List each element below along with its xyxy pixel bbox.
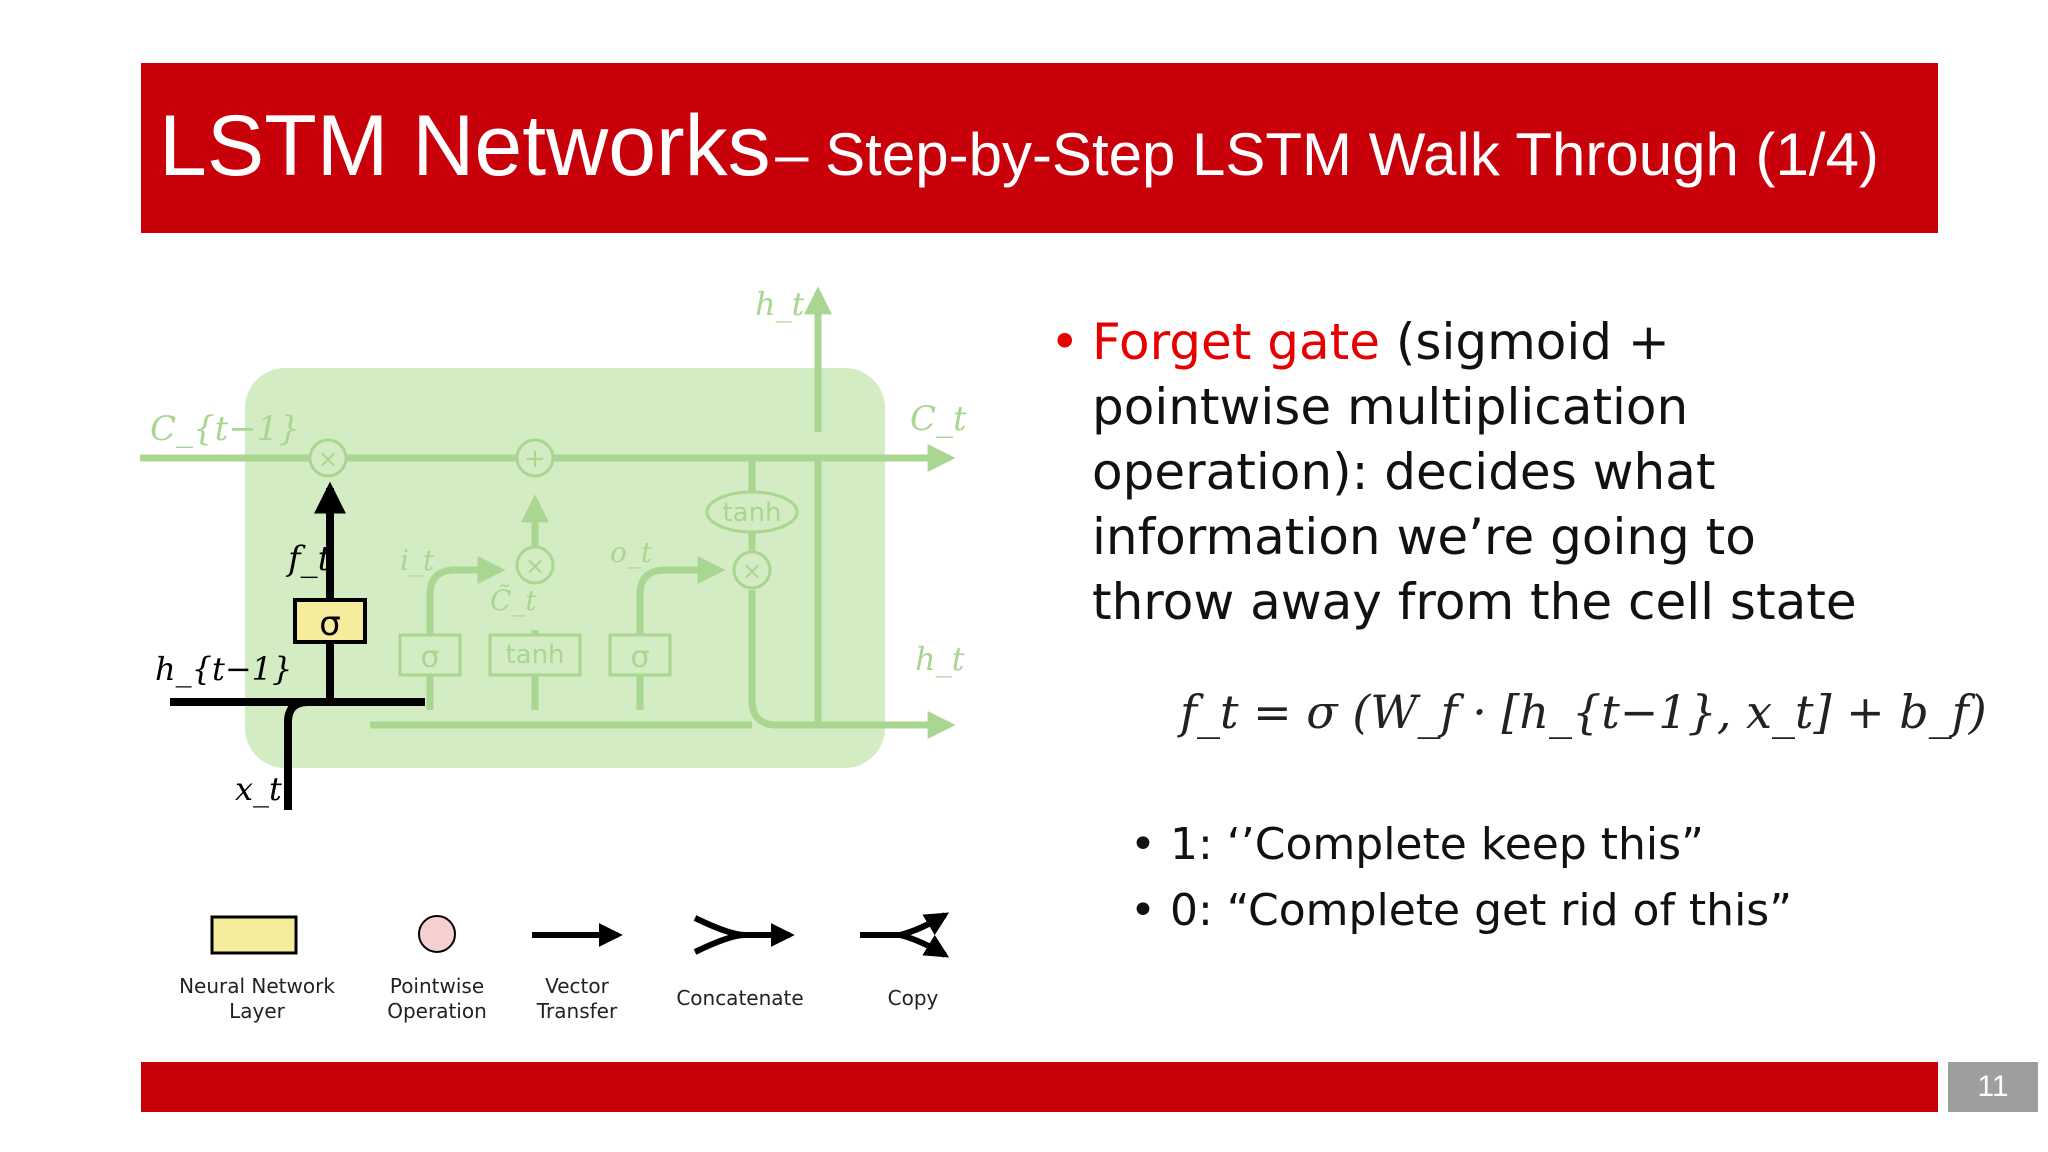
input-multiply-symbol: ×	[525, 552, 545, 580]
forget-multiply-symbol: ×	[318, 445, 338, 473]
candidate-tanh: tanh	[505, 640, 564, 670]
candidate-layer	[488, 633, 582, 677]
forget-gate-bullet: • Forget gate (sigmoid + pointwise multi…	[1050, 310, 1910, 635]
forget-gate-formula: f_t = σ (W_f · [h_{t−1}, x_t] + b_f)	[1180, 685, 1987, 739]
label-h-prev: h_{t−1}	[155, 650, 292, 688]
title-main: LSTM Networks	[159, 98, 771, 194]
lstm-diagram: σ tanh σ × + × × tanh C_{t−1} C_t h_t h_…	[140, 270, 980, 1030]
output-gate-layer	[608, 633, 672, 677]
title-bar: LSTM Networks – Step-by-Step LSTM Walk T…	[141, 63, 1938, 233]
output-multiply-symbol: ×	[742, 557, 762, 585]
forget-gate-layer	[293, 598, 367, 644]
slide-content: • Forget gate (sigmoid + pointwise multi…	[1050, 310, 1910, 635]
legend-layer-icon	[210, 915, 298, 955]
label-c-prev: C_{t−1}	[150, 409, 300, 449]
bullet-marker: •	[1050, 313, 1080, 371]
cell-tanh-label: tanh	[722, 498, 781, 528]
legend-layer-line2: Layer	[229, 999, 286, 1023]
legend-copy-icon	[860, 912, 950, 958]
label-o-t: o_t	[610, 536, 653, 569]
footer-bar	[141, 1062, 1938, 1112]
add-symbol: +	[524, 444, 546, 474]
cell-tanh-op	[705, 490, 799, 534]
faded-gates: σ tanh σ × + × × tanh	[308, 438, 799, 677]
sub-bullet-item: • 1: ‘’Complete keep this”	[1130, 812, 1792, 878]
legend-pointwise-line1: Pointwise	[390, 974, 484, 998]
forget-gate-description: (sigmoid + pointwise multiplication oper…	[1092, 313, 1857, 631]
sub-bullet-item: • 0: “Complete get rid of this”	[1130, 878, 1792, 944]
label-h-right: h_t	[915, 640, 965, 678]
legend-vector-line1: Vector	[545, 974, 610, 998]
output-gate-sigma: σ	[630, 640, 649, 675]
faded-labels: C_{t−1} C_t h_t h_t i_t o_t C̃_t	[150, 285, 967, 678]
legend-concatenate-icon	[693, 915, 795, 955]
lstm-cell-block	[245, 368, 885, 768]
legend-pointwise-icon	[418, 915, 456, 953]
title-subtitle: – Step-by-Step LSTM Walk Through (1/4)	[775, 121, 1879, 188]
input-multiply-op	[515, 545, 555, 585]
input-gate-layer	[398, 633, 462, 677]
legend-copy-label: Copy	[888, 986, 939, 1010]
label-c-t: C_t	[910, 399, 967, 439]
sub-bullet-marker: •	[1130, 819, 1156, 870]
page-number: 11	[1948, 1062, 2038, 1112]
sub-bullet-text: 1: ‘’Complete keep this”	[1170, 819, 1704, 870]
label-f-t: f_t	[285, 539, 332, 579]
legend-concatenate-label: Concatenate	[676, 986, 803, 1010]
label-x-t: x_t	[235, 770, 282, 808]
legend-layer-line1: Neural Network	[179, 974, 335, 998]
forget-path	[170, 481, 425, 810]
sub-bullet-list: • 1: ‘’Complete keep this” • 0: “Complet…	[1130, 812, 1792, 944]
legend: Neural Network Layer Pointwise Operation…	[179, 912, 950, 1023]
output-multiply-op	[732, 550, 772, 590]
add-op	[515, 438, 555, 478]
forget-multiply-op	[308, 438, 348, 478]
label-c-tilde: C̃_t	[490, 584, 537, 617]
sub-bullet-marker: •	[1130, 885, 1156, 936]
forget-gate-sigma: σ	[319, 604, 341, 644]
label-h-top: h_t	[755, 285, 805, 323]
sub-bullet-text: 0: “Complete get rid of this”	[1170, 885, 1793, 936]
slide-title: LSTM Networks – Step-by-Step LSTM Walk T…	[159, 97, 1879, 196]
legend-pointwise-line2: Operation	[387, 999, 487, 1023]
dark-labels: f_t h_{t−1} x_t	[155, 539, 332, 808]
input-gate-sigma: σ	[420, 640, 439, 675]
label-i-t: i_t	[400, 544, 435, 577]
lstm-diagram-svg: σ tanh σ × + × × tanh C_{t−1} C_t h_t h_…	[140, 285, 967, 1023]
legend-vector-line2: Transfer	[536, 999, 618, 1023]
forget-gate-term: Forget gate	[1092, 313, 1380, 371]
